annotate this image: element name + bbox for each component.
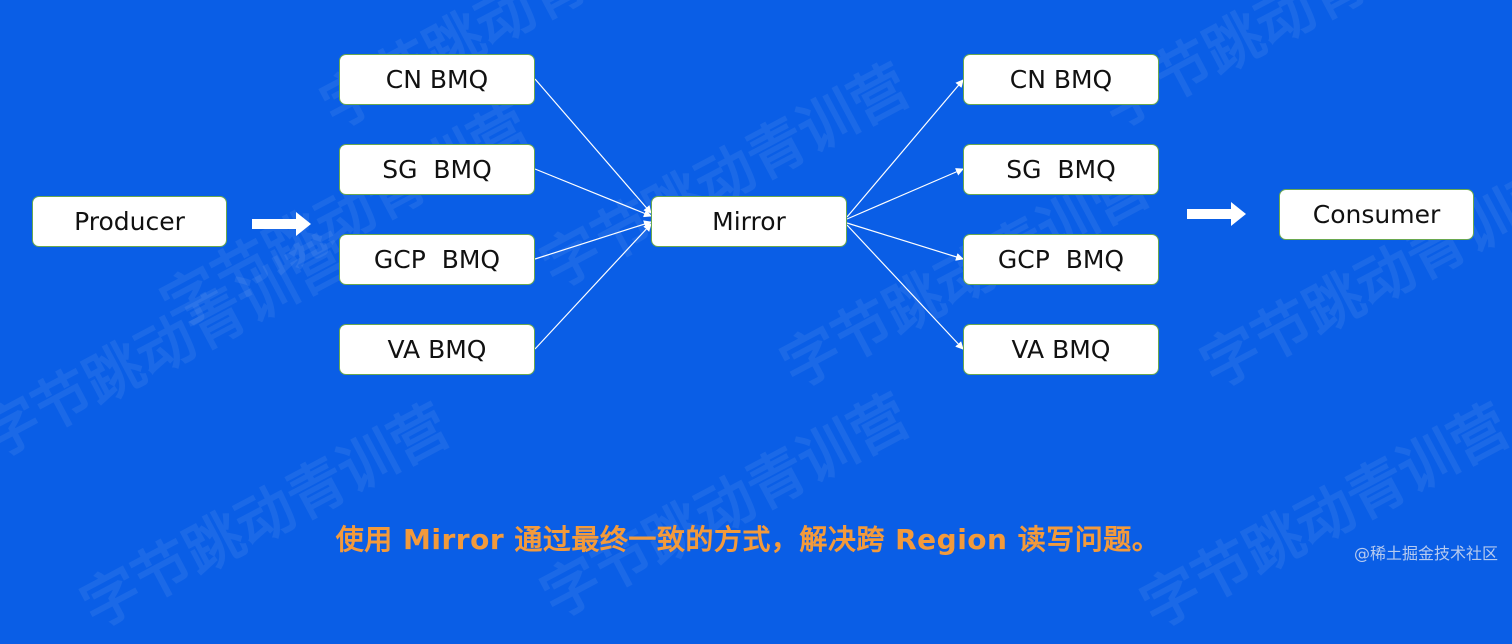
connector-layer xyxy=(252,78,1246,350)
node-src-va-bmq: VA BMQ xyxy=(339,324,535,375)
edge-src-cn-mirror xyxy=(534,78,652,214)
node-src-sg-bmq: SG BMQ xyxy=(339,144,535,195)
edge-mirror-dst-sg xyxy=(846,168,964,220)
edge-src-va-mirror xyxy=(534,223,652,350)
node-consumer: Consumer xyxy=(1279,189,1474,240)
edge-mirror-dst-va xyxy=(846,224,964,350)
node-src-gcp-bmq: GCP BMQ xyxy=(339,234,535,285)
edge-mirror-dst-cn xyxy=(846,79,964,218)
source-watermark-label: @稀土掘金技术社区 xyxy=(1353,544,1498,563)
flow-arrow-producer xyxy=(252,212,311,236)
node-dst-va-bmq: VA BMQ xyxy=(963,324,1159,375)
flow-arrow-consumer xyxy=(1187,202,1246,226)
node-dst-gcp-bmq: GCP BMQ xyxy=(963,234,1159,285)
edge-src-sg-mirror xyxy=(534,168,652,218)
node-dst-sg-bmq: SG BMQ xyxy=(963,144,1159,195)
node-src-cn-bmq: CN BMQ xyxy=(339,54,535,105)
node-producer: Producer xyxy=(32,196,227,247)
node-dst-cn-bmq: CN BMQ xyxy=(963,54,1159,105)
edge-mirror-dst-gcp xyxy=(846,222,964,261)
node-mirror: Mirror xyxy=(651,196,847,247)
edge-src-gcp-mirror xyxy=(534,220,652,260)
diagram-caption: 使用 Mirror 通过最终一致的方式，解决跨 Region 读写问题。 xyxy=(335,523,1161,556)
